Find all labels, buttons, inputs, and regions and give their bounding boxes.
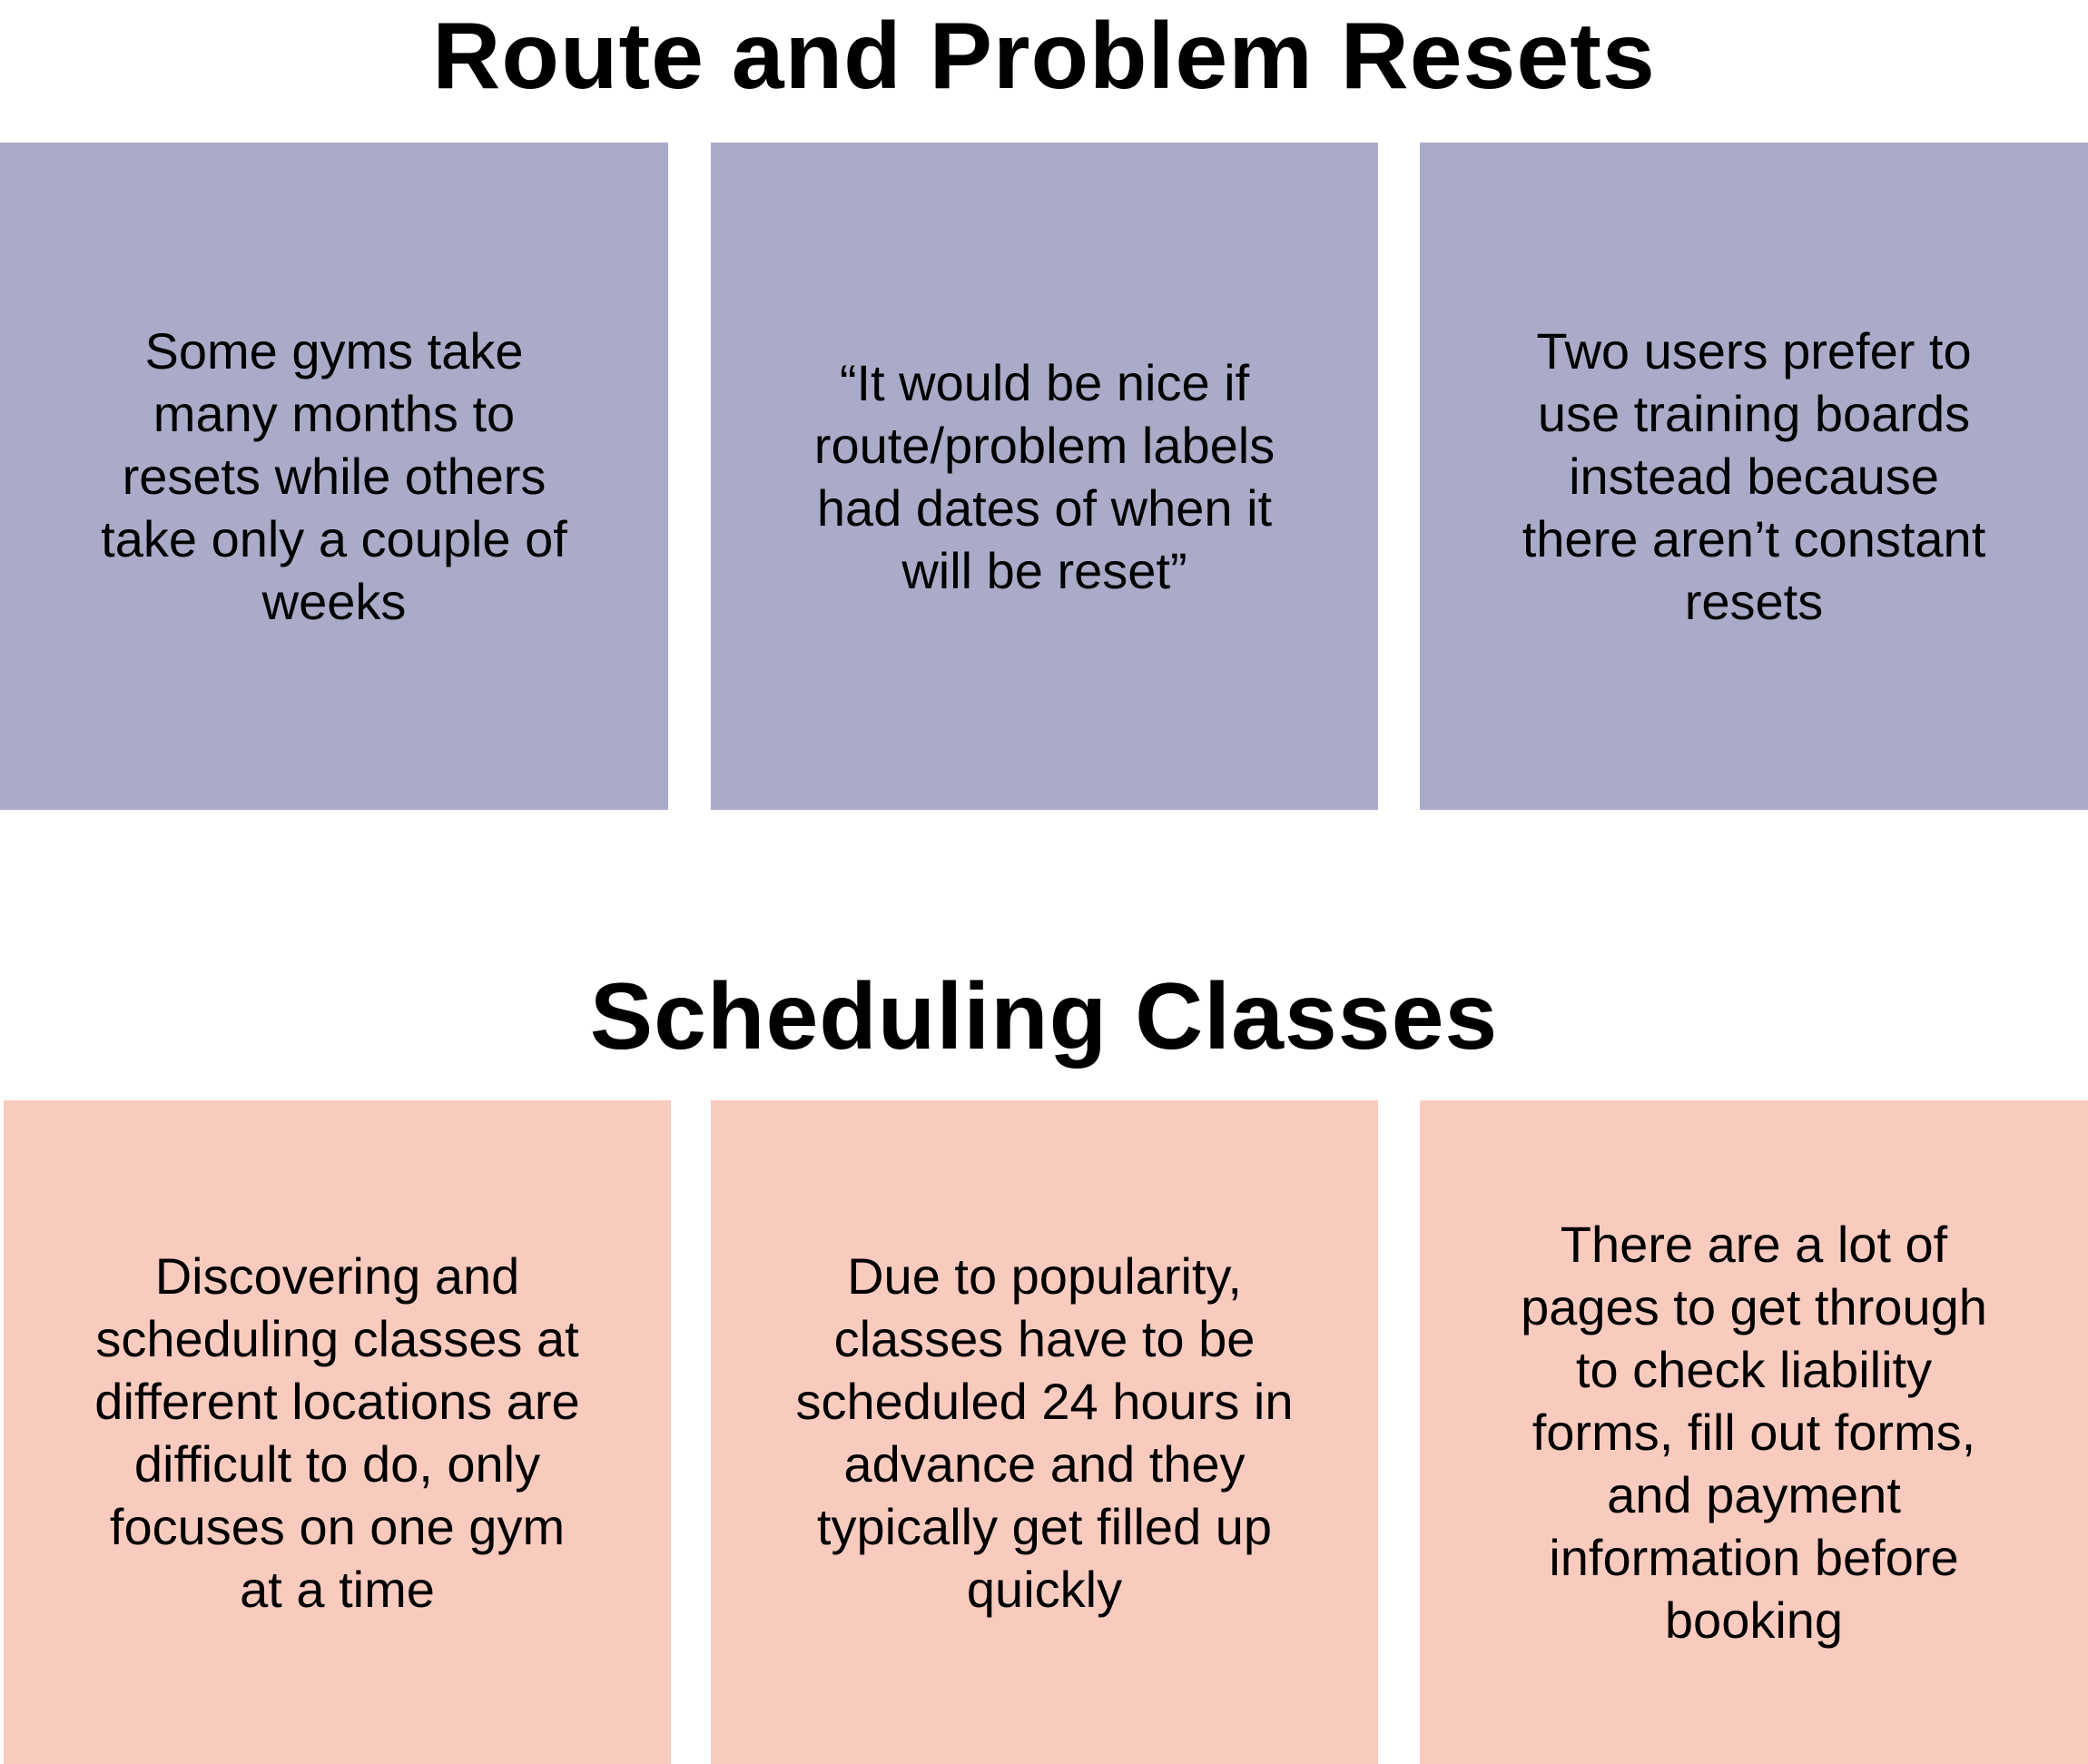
note-line: focuses on one gym [109,1497,566,1555]
sticky-note: Some gyms take many months to resets while… [0,143,668,810]
note-line: Two users prefer to [1536,322,1972,379]
note-line: different locations are [94,1372,580,1430]
section-title-classes: Scheduling Classes [589,964,1499,1069]
note-line: scheduling classes at [95,1309,579,1367]
note-line: There are a lot of [1560,1216,1948,1273]
note-line: resets [1684,573,1824,630]
note-text: Some gyms take many months to resets while… [101,320,567,633]
note-line: there aren’t constant [1522,510,1986,567]
note-line: to check liability [1575,1341,1933,1398]
note-line: advance and they [843,1434,1246,1493]
section-title-resets: Route and Problem Resets [432,4,1656,109]
note-line: at a time [240,1560,435,1618]
note-line: forms, fill out forms, [1532,1404,1976,1461]
note-line: instead because [1569,448,1939,505]
note-line: classes have to be [833,1309,1256,1367]
note-line: typically get filled up [816,1497,1273,1555]
note-line: quickly [966,1560,1123,1618]
sticky-note: Two users prefer to use training boards in… [1420,143,2088,810]
note-line: many months to [153,385,516,442]
note-line: take only a couple of [101,510,567,567]
note-line: resets while others [122,448,547,505]
note-line: Some gyms take [144,322,524,379]
note-line: pages to get through [1521,1278,1987,1335]
note-line: had dates of when it [816,478,1273,537]
note-line: route/problem labels [813,416,1275,474]
note-line: difficult to do, only [133,1434,541,1493]
note-line: use training boards [1537,385,1971,442]
note-line: scheduled 24 hours in [795,1372,1294,1430]
note-line: information before [1549,1529,1959,1586]
note-text: Two users prefer to use training boards in… [1522,320,1986,633]
note-line: Discovering and [154,1247,520,1305]
note-line: Due to popularity, [847,1247,1242,1305]
note-line: “It would be nice if [839,353,1250,411]
note-line: and payment [1607,1466,1901,1523]
note-line: weeks [261,573,407,630]
note-line: will be reset” [901,541,1187,599]
note-line: booking [1664,1592,1844,1649]
